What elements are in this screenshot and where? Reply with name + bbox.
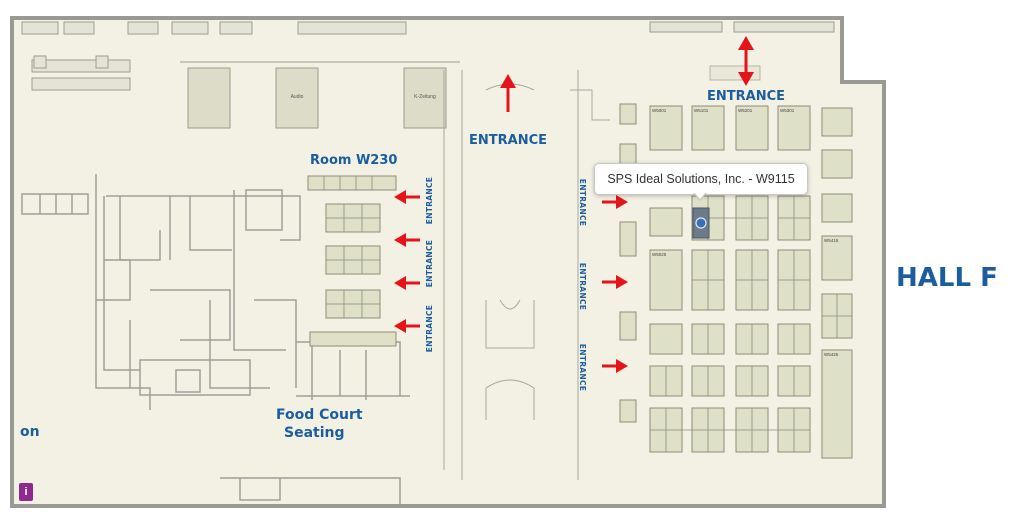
booth-w5025-label: W5025 — [652, 252, 667, 257]
left-building — [21, 174, 410, 506]
room-w230-booth-dividers — [323, 176, 380, 318]
food-court-label: Food Court — [276, 407, 363, 423]
booth-number-labels: W5001 W5101 W5201 W5301 W5025 W5415 W542… — [652, 108, 839, 357]
seating-label: Seating — [284, 425, 345, 441]
partial-area-label: on — [20, 424, 40, 440]
location-marker-icon[interactable] — [695, 217, 707, 229]
entrance-vertical-label-4: ENTRANCE — [578, 178, 588, 227]
entrance-vertical-label-6: ENTRANCE — [578, 343, 588, 392]
room-audio-label: Audio — [291, 94, 304, 100]
booth-w5001-label: W5001 — [652, 108, 667, 113]
entrance-label-top: ENTRANCE — [707, 89, 785, 104]
entrance-arrows — [394, 36, 754, 373]
selected-booth-w9115[interactable] — [692, 207, 710, 239]
hall-f-booth-dividers — [650, 196, 852, 452]
entrance-vertical-label-5: ENTRANCE — [578, 262, 588, 311]
entrance-vertical-label-3: ENTRANCE — [425, 304, 435, 353]
room-kzeitung-label: K-Zeitung — [414, 94, 436, 100]
top-structures — [21, 21, 835, 129]
room-name-labels: Audio K-Zeitung — [291, 94, 436, 100]
booth-w5415-label: W5415 — [824, 238, 839, 243]
booth-tooltip: SPS Ideal Solutions, Inc. - W9115 — [594, 163, 808, 195]
booth-w5101-label: W5101 — [694, 108, 709, 113]
entrance-vertical-label-1: ENTRANCE — [425, 176, 435, 225]
booth-w5201-label: W5201 — [738, 108, 753, 113]
booth-w5425-label: W5425 — [824, 352, 839, 357]
hall-f-label: HALL F — [896, 263, 998, 293]
entrance-vertical-label-2: ENTRANCE — [425, 239, 435, 288]
tooltip-pointer — [693, 192, 707, 201]
booth-w5301-label: W5301 — [780, 108, 795, 113]
entrance-label-center: ENTRANCE — [469, 133, 547, 148]
room-w230-label: Room W230 — [310, 153, 398, 168]
info-badge-icon[interactable]: i — [19, 483, 33, 501]
center-corridor — [443, 70, 610, 480]
